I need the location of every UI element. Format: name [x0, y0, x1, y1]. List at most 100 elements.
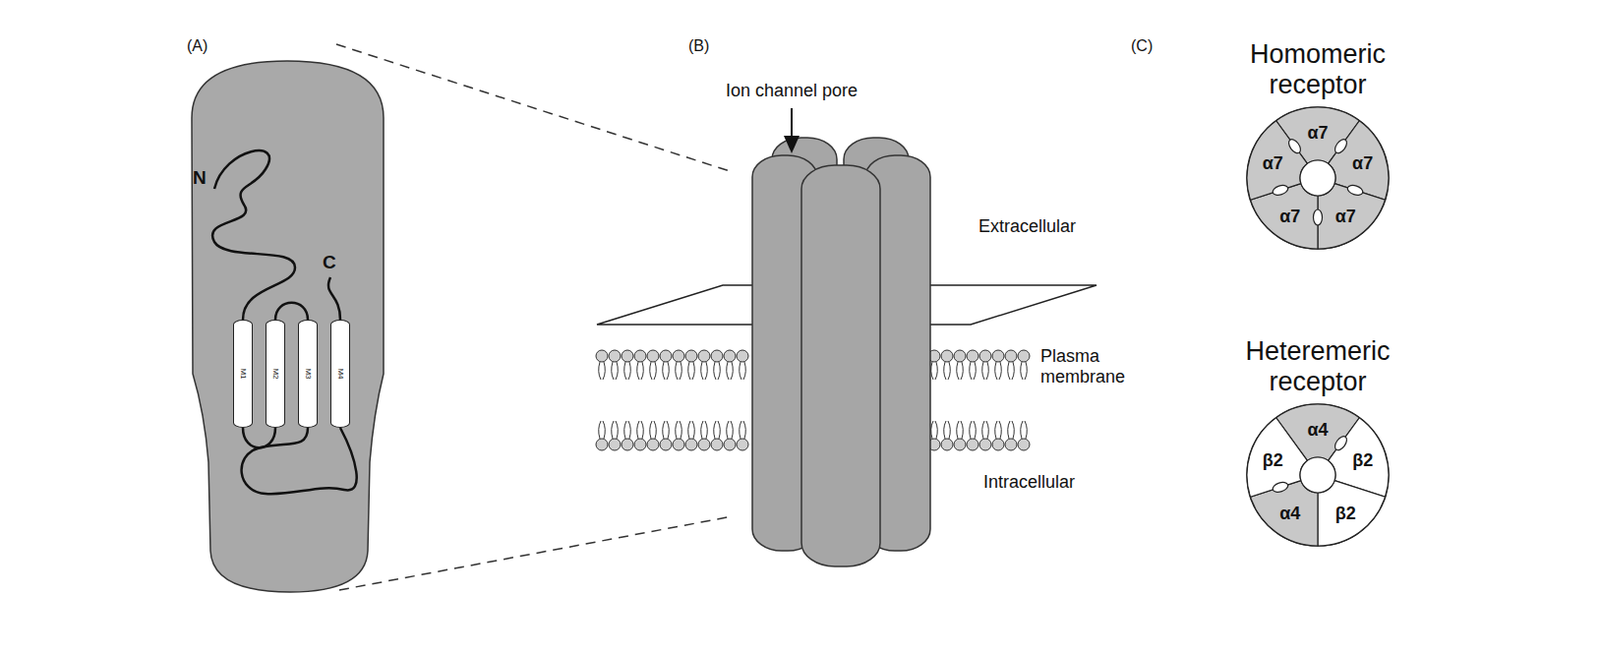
lipid-head	[941, 350, 953, 362]
helix-label: M4	[336, 367, 346, 379]
lipid-tail	[611, 420, 619, 439]
lipid-head	[953, 350, 966, 362]
lipid-head	[1017, 438, 1030, 451]
lipid-head	[698, 438, 711, 451]
lipid-tail	[982, 361, 990, 380]
terminus-label: C	[322, 251, 337, 274]
panel-letter: (C)	[1130, 37, 1153, 56]
lipid-tail	[931, 420, 939, 439]
subunit-label: β2	[1262, 450, 1284, 472]
region-label: Extracellular	[978, 216, 1076, 238]
lipid-head	[979, 350, 992, 362]
lipid-head	[941, 438, 953, 451]
panel-letter: (B)	[688, 37, 710, 56]
lipid-tail	[675, 420, 683, 439]
c-terminal	[328, 277, 341, 320]
subunit-label: α7	[1306, 122, 1328, 144]
lipid-head	[992, 438, 1005, 451]
lipid-tail	[1007, 420, 1015, 439]
lipid-head	[659, 350, 672, 362]
binding-site	[1271, 183, 1290, 198]
lipid-head	[723, 438, 736, 451]
binding-site	[1346, 183, 1364, 198]
lipid-tail	[701, 361, 709, 380]
loop	[241, 427, 357, 494]
helix-label: M1	[238, 367, 248, 379]
panel-letter: (A)	[186, 37, 208, 56]
lipid-tail	[956, 361, 964, 380]
lipid-tail	[1020, 361, 1028, 380]
pore-label: Ion channel pore	[725, 80, 858, 102]
binding-site	[1313, 209, 1323, 226]
lipid-head	[711, 438, 723, 451]
lipid-head	[672, 350, 685, 362]
polypeptide-chain	[212, 150, 296, 320]
lipid-head	[698, 350, 711, 362]
receptor-outline	[1246, 404, 1389, 546]
lipid-tail	[688, 361, 696, 380]
lipid-tail	[624, 361, 632, 380]
lipid-head	[621, 438, 634, 451]
lipid-head	[1005, 438, 1017, 451]
subunit-label: α7	[1279, 205, 1301, 227]
lipid-tail	[624, 420, 632, 439]
lipid-tail	[1007, 361, 1015, 380]
pore	[1300, 457, 1336, 493]
lipid-head	[1005, 350, 1017, 362]
subunit-label: β2	[1352, 450, 1373, 472]
subunit-wedge	[1246, 120, 1307, 200]
subunit-label: α7	[1335, 205, 1357, 227]
receptor-outline	[1246, 107, 1389, 249]
lipid-tail	[995, 361, 1003, 380]
subunit-wedge	[1246, 417, 1307, 497]
lipid-head	[672, 438, 685, 451]
lipid-tail	[739, 420, 747, 439]
lipid-head	[736, 350, 749, 362]
lipid-head	[634, 438, 647, 451]
region-label: Intracellular	[983, 472, 1075, 493]
transmembrane-helix: M1	[233, 319, 253, 428]
ion-channel	[752, 137, 931, 567]
lipid-tail	[650, 420, 657, 439]
lipid-tail	[969, 361, 977, 380]
lipid-head	[659, 438, 672, 451]
lipid-head	[608, 438, 621, 451]
lipid-tail	[688, 420, 696, 439]
subunit-wedge	[1317, 480, 1385, 546]
lipid-head	[595, 350, 608, 362]
lipid-head	[979, 438, 992, 451]
helix-label: M3	[303, 367, 313, 379]
arrowhead	[783, 135, 800, 154]
receptor-circle: Heteremeric receptorα4β2β2α4β2	[1219, 336, 1417, 549]
pore-arrow	[790, 108, 793, 138]
lipid-head	[595, 438, 608, 451]
subunit-outline	[191, 60, 384, 593]
lipid-head	[992, 350, 1005, 362]
receptor-heading: Heteremeric receptor	[1219, 336, 1417, 398]
lipid-head	[953, 438, 966, 451]
lipid-tail	[598, 361, 606, 380]
lipid-tail	[662, 361, 670, 380]
lipid-tail	[1020, 420, 1028, 439]
lipid-tail	[637, 361, 645, 380]
subunit-label: β2	[1335, 502, 1357, 524]
transmembrane-helix: M2	[265, 319, 286, 428]
subunit-label: α7	[1352, 153, 1373, 175]
lipid-tail	[650, 361, 657, 380]
terminus-label: N	[192, 167, 207, 189]
loop	[275, 302, 308, 320]
lipid-tail	[637, 420, 645, 439]
lipid-head	[608, 350, 621, 362]
lipid-tail	[982, 420, 990, 439]
lipid-tail	[995, 420, 1003, 439]
lipid-tail	[944, 420, 951, 439]
lipid-tail	[931, 361, 939, 380]
transmembrane-helix: M4	[330, 319, 351, 428]
lipid-head	[736, 438, 749, 451]
binding-site	[1332, 137, 1350, 156]
lipid-head	[685, 350, 698, 362]
subunit-label: α7	[1262, 153, 1284, 175]
receptor-heading: Homomeric receptor	[1219, 39, 1417, 101]
lipid-tail	[739, 361, 747, 380]
lipid-tail	[956, 420, 964, 439]
